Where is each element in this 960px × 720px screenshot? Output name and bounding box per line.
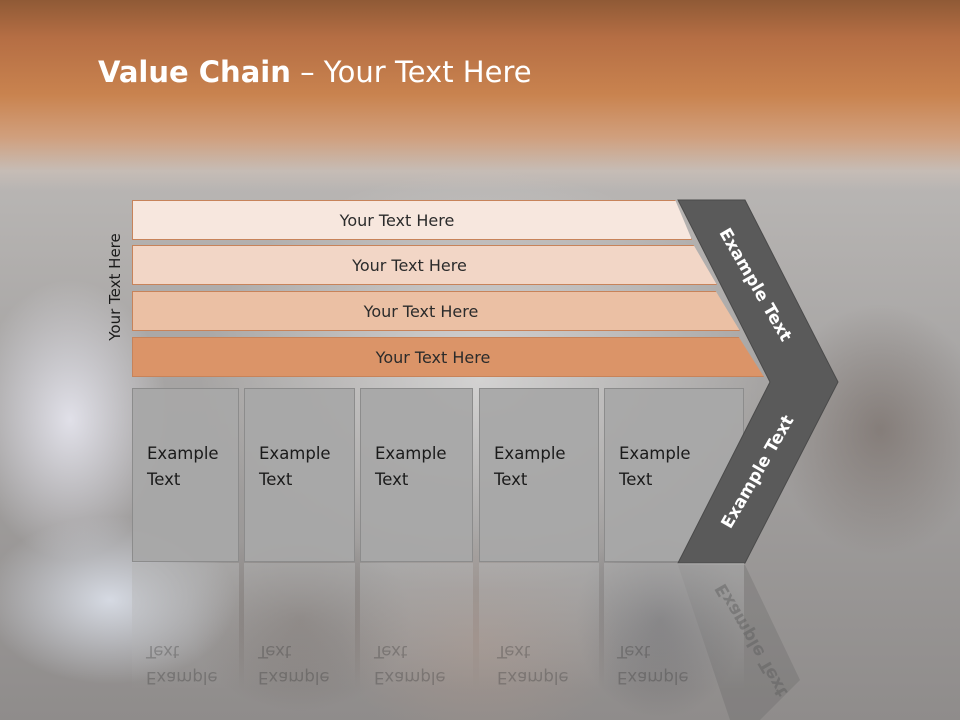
box-line-2: Text — [494, 470, 528, 489]
box-line-1: Example — [619, 444, 691, 463]
slide-title: Value Chain – Your Text Here — [98, 55, 532, 89]
box-line-1: Example — [375, 444, 447, 463]
row-3: Your Text Here — [132, 291, 740, 331]
box-line-2: Text — [619, 470, 653, 489]
row-label: Your Text Here — [363, 301, 479, 321]
row-2: Your Text Here — [132, 245, 717, 285]
box-line-1: Example — [259, 444, 331, 463]
box-line-2: Text — [259, 470, 293, 489]
row-label: Your Text Here — [352, 255, 467, 275]
header-band — [0, 0, 960, 190]
title-rest: – Your Text Here — [290, 55, 532, 89]
row-label: Your Text Here — [375, 347, 491, 367]
box-line-2: Text — [375, 470, 409, 489]
box-line-2: Text — [147, 470, 181, 489]
side-label: Your Text Here — [106, 233, 124, 341]
box-line-1: Example — [147, 444, 219, 463]
row-1: Your Text Here — [132, 200, 692, 240]
title-bold: Value Chain — [98, 55, 291, 89]
row-4: Your Text Here — [132, 337, 764, 377]
box-line-1: Example — [494, 444, 566, 463]
row-label: Your Text Here — [339, 210, 455, 230]
